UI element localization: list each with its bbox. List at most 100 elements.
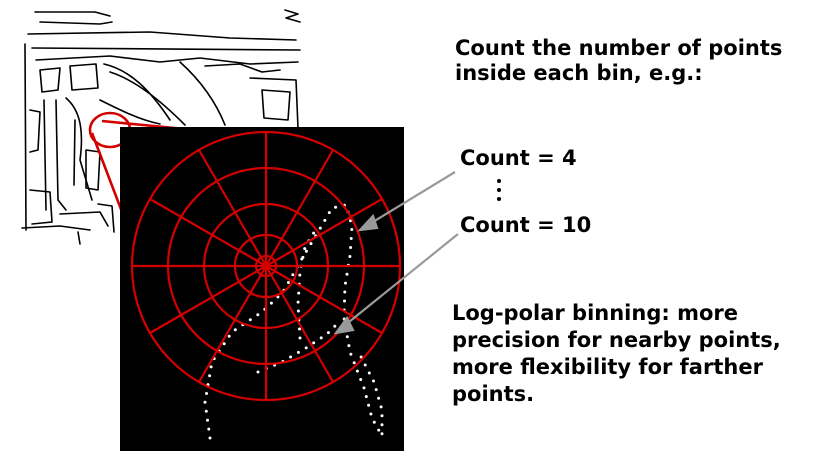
caption-line: points. [452, 382, 535, 406]
contour-point [344, 281, 347, 285]
contour-point [350, 228, 354, 231]
contour-point [377, 396, 381, 400]
contour-point [345, 335, 349, 339]
contour-point [286, 281, 290, 284]
contour-point [312, 341, 316, 345]
contour-point [203, 400, 207, 404]
contour-point [233, 328, 237, 332]
histogram-spoke [198, 149, 267, 267]
count-label-first: Count = 4 [460, 146, 577, 170]
ellipsis-dot [497, 188, 501, 192]
histogram-spoke [149, 198, 267, 267]
edge-stroke [97, 203, 115, 233]
edge-stroke [103, 63, 171, 121]
contour-point [374, 388, 378, 392]
contour-point [256, 370, 260, 374]
edge-stroke [39, 21, 113, 25]
instruction-line: Count the number of points [455, 36, 783, 60]
edge-stroke [35, 55, 299, 65]
edge-stroke [85, 149, 101, 191]
contour-point [276, 295, 280, 299]
contour-point [380, 414, 384, 418]
contour-point [304, 249, 308, 253]
contour-point [256, 313, 260, 317]
instruction-text: Count the number of points inside each b… [455, 36, 782, 86]
contour-point [206, 418, 209, 422]
contour-point [318, 226, 322, 230]
contour-point [297, 291, 301, 295]
contour-point [209, 365, 213, 369]
histogram-spoke [149, 265, 267, 334]
edge-stroke [21, 225, 91, 231]
edge-stroke [249, 77, 299, 129]
edge-stroke [34, 11, 111, 17]
histogram-spoke [265, 265, 334, 383]
edge-stroke [204, 63, 281, 73]
contour-point [349, 237, 353, 240]
edge-stroke [24, 43, 27, 231]
contour-point [222, 342, 226, 346]
contour-point [343, 290, 347, 294]
contour-point [345, 272, 349, 276]
edge-stroke [284, 9, 301, 23]
contour-point [352, 361, 356, 365]
arrow-count-10-shaft [343, 233, 459, 327]
contour-point [301, 255, 305, 259]
caption-line: precision for nearby points, [452, 328, 781, 352]
arrow-count-4-head [357, 213, 379, 232]
arrow-count-4-shaft [367, 171, 456, 226]
contour-point [296, 300, 300, 304]
edge-stroke [43, 99, 47, 211]
edge-stroke [39, 67, 61, 93]
edge-stroke [29, 189, 53, 225]
zoomed-panel [120, 127, 404, 451]
ellipsis-dot [497, 197, 501, 201]
edge-stroke [65, 97, 93, 201]
contour-point [326, 331, 330, 335]
contour-point [207, 427, 211, 431]
arrow-count-10-head [333, 315, 355, 335]
edge-stroke [77, 231, 81, 245]
edge-stroke [59, 211, 109, 227]
contour-point [372, 379, 375, 383]
contour-point [298, 336, 302, 340]
contour-point [379, 405, 383, 409]
contour-point [312, 231, 316, 235]
contour-point [364, 395, 368, 399]
contour-point [377, 428, 381, 432]
contour-point [303, 247, 307, 251]
contour-point [343, 299, 346, 303]
edge-stroke [109, 71, 186, 126]
contour-point [367, 403, 371, 407]
contour-point [309, 242, 313, 246]
contour-point [363, 363, 367, 367]
instruction-line: inside each bin, e.g.: [455, 61, 703, 85]
log-polar-histogram [130, 130, 402, 402]
contour-point [205, 392, 208, 395]
contour-point [380, 423, 384, 427]
contour-point [296, 309, 300, 313]
contour-point [208, 374, 212, 378]
histogram-spoke [265, 149, 334, 267]
edge-stroke [31, 47, 301, 51]
contour-point [304, 346, 308, 350]
contour-point [227, 334, 231, 338]
contour-point [327, 211, 331, 215]
contour-point [355, 369, 359, 373]
contour-point [380, 432, 384, 436]
contour-point [359, 355, 363, 359]
histogram-spoke [265, 265, 383, 334]
edge-stroke [55, 99, 67, 211]
contour-point [349, 219, 352, 223]
histogram-spoke [198, 265, 267, 383]
pointer-arrows [333, 171, 459, 335]
contour-point [349, 246, 353, 249]
edge-stroke [73, 119, 76, 186]
edge-map-image [21, 9, 301, 245]
count-label-second: Count = 10 [460, 213, 592, 237]
contour-point [248, 318, 252, 322]
ellipsis-dot [497, 179, 501, 183]
caption-text: Log-polar binning: more precision for ne… [452, 300, 781, 408]
contour-point [349, 352, 353, 356]
